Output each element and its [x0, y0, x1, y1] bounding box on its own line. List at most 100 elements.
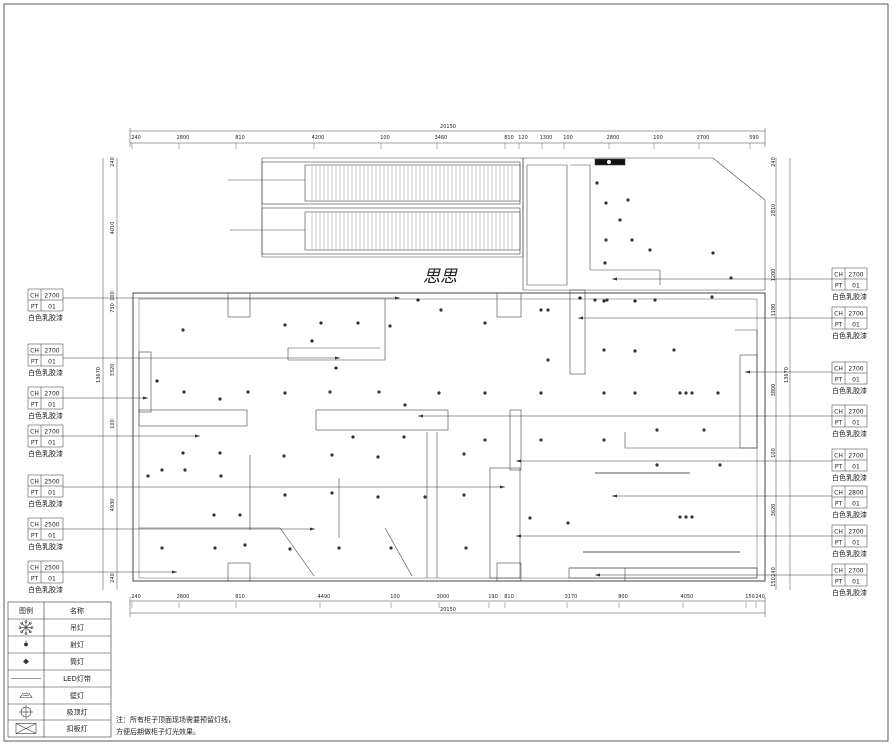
spotlight-icon: [655, 428, 659, 432]
leader-arrow: [612, 277, 617, 281]
leader-arrow: [745, 370, 750, 374]
downlight-icon: [578, 296, 582, 300]
finish-label: 白色乳胶漆: [28, 368, 63, 377]
wall-lamp-icon: [19, 693, 33, 698]
paint-code-value: 01: [48, 440, 56, 447]
legend-item-name: 吊灯: [70, 623, 84, 632]
spotlight-icon: [546, 308, 550, 312]
ceiling-height-value: 2700: [44, 348, 59, 355]
ceiling-height-value: 2800: [848, 490, 863, 497]
ceiling-height-label: CH: [834, 568, 843, 575]
paint-code-value: 01: [48, 359, 56, 366]
top-dim-label: 2800: [607, 135, 620, 141]
paint-code-value: 01: [852, 579, 860, 586]
ceiling-height-value: 2500: [44, 565, 59, 572]
paint-code-label: PT: [835, 322, 843, 329]
spotlight-icon: [283, 493, 287, 497]
ceiling-height-label: CH: [30, 565, 39, 572]
paint-code-label: PT: [31, 576, 39, 583]
paint-code-label: PT: [835, 420, 843, 427]
bottom-total-dimension: 20150: [440, 607, 456, 613]
ceiling-height-label: CH: [834, 490, 843, 497]
spotlight-icon: [462, 452, 466, 456]
spotlight-icon: [213, 546, 217, 550]
paint-code-label: PT: [31, 490, 39, 497]
spotlight-icon: [593, 298, 597, 302]
spotlight-icon: [288, 547, 292, 551]
bottom-dimensions: [129, 597, 766, 617]
spotlight-icon: [604, 238, 608, 242]
bottom-dim-label: 240: [755, 594, 765, 600]
leader-arrow: [143, 396, 148, 400]
spotlight-icon: [283, 323, 287, 327]
spotlight-icon: [566, 521, 570, 525]
spotlight-icon: [718, 463, 722, 467]
ceiling-height-value: 2700: [848, 453, 863, 460]
paint-code-label: PT: [31, 533, 39, 540]
spotlight-icon: [595, 181, 599, 185]
spotlight-icon: [539, 391, 543, 395]
leader-arrow: [516, 459, 521, 463]
spotlight-icon: [218, 451, 222, 455]
top-dimensions: [129, 128, 766, 147]
top-dim-label: 120: [518, 135, 528, 141]
ceiling-height-label: CH: [834, 366, 843, 373]
top-dim-label: 100: [563, 135, 573, 141]
spotlight-icon: [160, 546, 164, 550]
ceiling-height-label: CH: [834, 529, 843, 536]
partitions: [138, 289, 758, 582]
paint-code-value: 01: [852, 501, 860, 508]
upper-right-room: [522, 157, 766, 291]
spotlight-icon: [678, 515, 682, 519]
right-dim-label: 100: [771, 448, 777, 458]
legend-table: [7, 601, 112, 738]
spotlight-icon: [464, 546, 468, 550]
right-dim-label: 240: [771, 567, 777, 577]
light-fixtures: [146, 160, 733, 551]
finish-label: 白色乳胶漆: [832, 292, 867, 301]
spotlight-icon: [702, 428, 706, 432]
spotlight-icon: [602, 438, 606, 442]
spotlight-icon: [377, 390, 381, 394]
spotlight-icon: [389, 546, 393, 550]
downlight-icon: [633, 299, 637, 303]
paint-code-value: 01: [852, 540, 860, 547]
paint-code-value: 01: [48, 402, 56, 409]
bottom-dim-label: 3000: [437, 594, 450, 600]
right-dim-label: 3800: [771, 384, 777, 397]
ceiling-height-label: CH: [30, 391, 39, 398]
top-dim-label: 2700: [697, 135, 710, 141]
paint-code-label: PT: [835, 540, 843, 547]
panel-light-icon: [15, 723, 37, 734]
paint-code-label: PT: [835, 464, 843, 471]
spotlight-icon: [630, 238, 634, 242]
left-dim-label: 4010: [110, 222, 116, 235]
spotlight-icon: [218, 397, 222, 401]
escalator-steps: [311, 166, 513, 249]
finish-label: 白色乳胶漆: [28, 449, 63, 458]
led-strips: [583, 472, 740, 553]
spotlight-icon: [633, 391, 637, 395]
spotlight-icon: [243, 543, 247, 547]
paint-code-label: PT: [31, 402, 39, 409]
spotlight-icon: [684, 391, 688, 395]
paint-code-label: PT: [835, 579, 843, 586]
spotlight-icon: [716, 391, 720, 395]
spotlight-icon: [282, 454, 286, 458]
spotlight-icon: [539, 308, 543, 312]
bottom-dim-label: 150: [745, 594, 755, 600]
finish-label: 白色乳胶漆: [832, 549, 867, 558]
left-total-dimension: 13670: [96, 367, 102, 383]
finish-label: 白色乳胶漆: [832, 429, 867, 438]
left-dim-label: 3320: [110, 364, 116, 377]
ceiling-height-value: 2500: [44, 522, 59, 529]
right-dim-label: 3620: [771, 504, 777, 517]
